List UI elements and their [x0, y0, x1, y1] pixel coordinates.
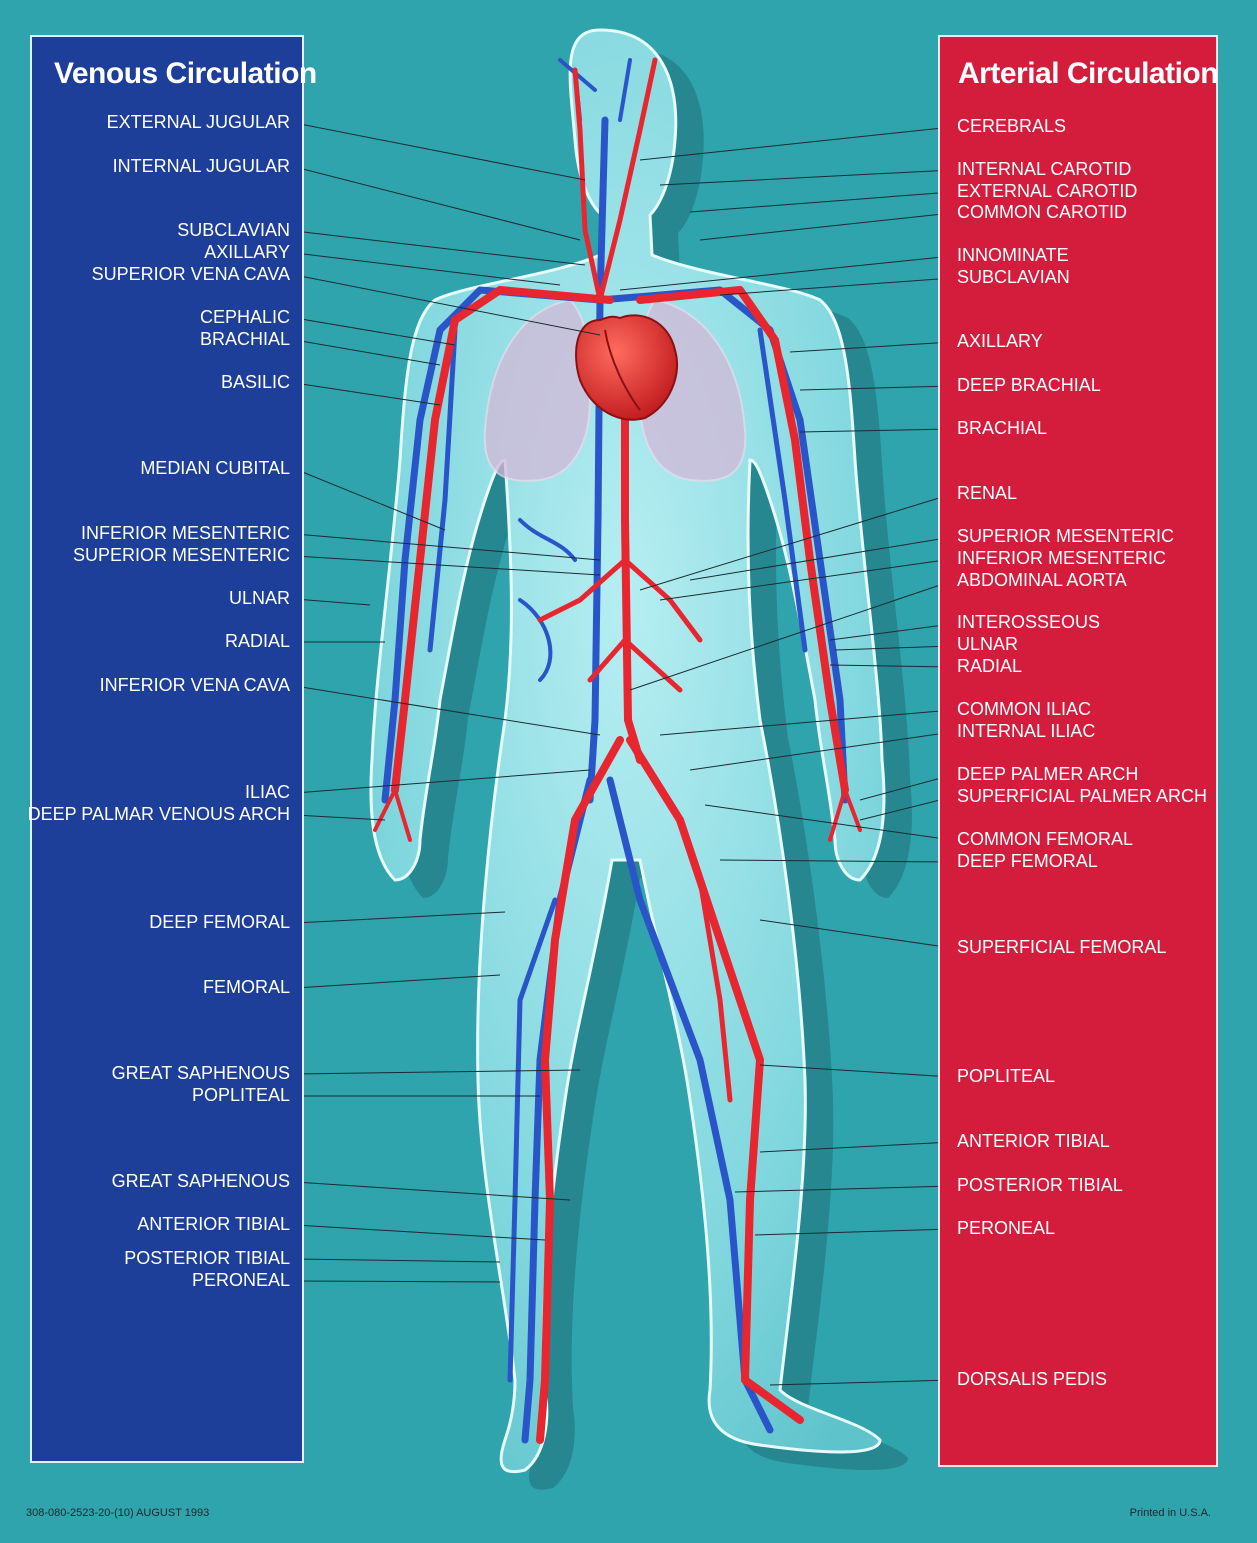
arterial-label: RENAL: [957, 483, 1017, 503]
venous-label: POPLITEAL: [192, 1085, 290, 1105]
venous-label: MEDIAN CUBITAL: [140, 458, 290, 478]
arterial-label: POSTERIOR TIBIAL: [957, 1175, 1123, 1195]
arterial-label: DEEP PALMER ARCH: [957, 764, 1138, 784]
arterial-label: SUPERFICIAL PALMER ARCH: [957, 786, 1207, 806]
arterial-label: PERONEAL: [957, 1218, 1055, 1238]
arterial-label: RADIAL: [957, 656, 1022, 676]
arterial-label: COMMON FEMORAL: [957, 829, 1133, 849]
venous-label: INFERIOR VENA CAVA: [100, 675, 290, 695]
leader-line: [295, 599, 370, 605]
arterial-label: COMMON ILIAC: [957, 699, 1091, 719]
leader-line: [700, 213, 952, 240]
leader-line: [295, 975, 500, 988]
arterial-label: COMMON CAROTID: [957, 202, 1127, 222]
arterial-label: EXTERNAL CAROTID: [957, 181, 1137, 201]
arterial-label: ULNAR: [957, 634, 1018, 654]
arterial-label: BRACHIAL: [957, 418, 1047, 438]
arterial-label: CEREBRALS: [957, 116, 1066, 136]
venous-label: FEMORAL: [203, 977, 290, 997]
leader-line: [295, 231, 585, 265]
arterial-label: INFERIOR MESENTERIC: [957, 548, 1166, 568]
leader-line: [295, 1281, 500, 1282]
venous-label: CEPHALIC: [200, 307, 290, 327]
arterial-label: POPLITEAL: [957, 1066, 1055, 1086]
leader-line: [295, 912, 505, 923]
arterial-label: SUBCLAVIAN: [957, 267, 1070, 287]
venous-label: AXILLARY: [204, 242, 290, 262]
venous-label: ULNAR: [229, 588, 290, 608]
venous-label: GREAT SAPHENOUS: [112, 1063, 290, 1083]
venous-label: DEEP PALMAR VENOUS ARCH: [28, 804, 290, 824]
venous-label: SUPERIOR MESENTERIC: [73, 545, 290, 565]
arterial-label: INTERNAL CAROTID: [957, 159, 1131, 179]
venous-label: INTERNAL JUGULAR: [113, 156, 290, 176]
leader-line: [295, 123, 585, 180]
venous-label: DEEP FEMORAL: [149, 912, 290, 932]
arterial-label: DEEP FEMORAL: [957, 851, 1098, 871]
arterial-title: Arterial Circulation: [958, 57, 1218, 91]
venous-label: GREAT SAPHENOUS: [112, 1171, 290, 1191]
leader-line: [295, 167, 580, 240]
venous-label: POSTERIOR TIBIAL: [124, 1248, 290, 1268]
venous-label: PERONEAL: [192, 1270, 290, 1290]
leader-line: [660, 170, 952, 185]
arterial-label: ABDOMINAL AORTA: [957, 570, 1127, 590]
leader-line: [295, 1259, 500, 1262]
arterial-label: ANTERIOR TIBIAL: [957, 1131, 1110, 1151]
leader-line: [690, 192, 952, 212]
venous-label: BRACHIAL: [200, 329, 290, 349]
venous-label: RADIAL: [225, 631, 290, 651]
arterial-label: INNOMINATE: [957, 245, 1069, 265]
arterial-label: SUPERFICIAL FEMORAL: [957, 937, 1166, 957]
venous-title: Venous Circulation: [54, 57, 317, 91]
venous-label: ILIAC: [245, 782, 290, 802]
footer-code: 308-080-2523-20-(10) AUGUST 1993: [26, 1507, 209, 1519]
venous-label: SUPERIOR VENA CAVA: [92, 264, 290, 284]
venous-label: SUBCLAVIAN: [177, 220, 290, 240]
arterial-label: INTEROSSEOUS: [957, 612, 1100, 632]
arterial-label: DORSALIS PEDIS: [957, 1369, 1107, 1389]
arterial-label: DEEP BRACHIAL: [957, 375, 1101, 395]
footer-printed: Printed in U.S.A.: [1130, 1507, 1211, 1519]
arterial-label: INTERNAL ILIAC: [957, 721, 1095, 741]
arterial-label: SUPERIOR MESENTERIC: [957, 526, 1174, 546]
venous-label: ANTERIOR TIBIAL: [137, 1214, 290, 1234]
venous-label: EXTERNAL JUGULAR: [107, 112, 290, 132]
arterial-label: AXILLARY: [957, 331, 1043, 351]
venous-label: INFERIOR MESENTERIC: [81, 523, 290, 543]
venous-label: BASILIC: [221, 372, 290, 392]
